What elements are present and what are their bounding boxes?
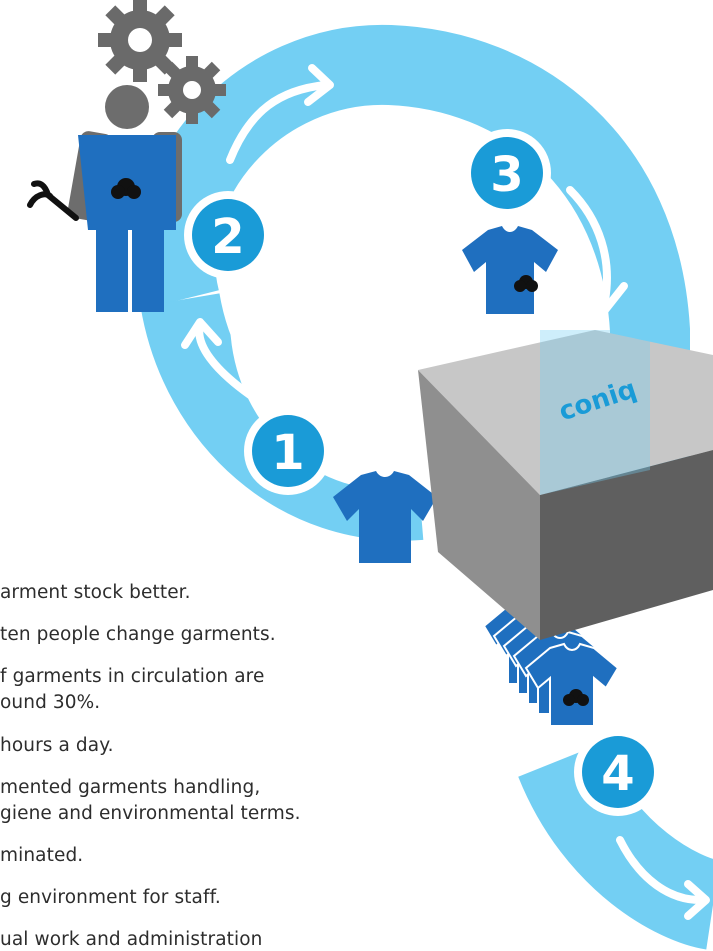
arrow-2-to-3 bbox=[226, 81, 329, 164]
arrow-1-to-2 bbox=[195, 321, 254, 399]
svg-text:2: 2 bbox=[211, 209, 244, 265]
arrow-1-to-2-head bbox=[181, 318, 222, 349]
dirty-tshirt-stack-icon bbox=[482, 600, 620, 727]
arrow-2-to-3-head bbox=[304, 64, 334, 106]
step-badge-3: 3 bbox=[463, 129, 551, 217]
collection-box: coniq bbox=[418, 330, 713, 640]
svg-text:1: 1 bbox=[271, 425, 304, 481]
svg-text:3: 3 bbox=[490, 147, 523, 203]
arrow-3-to-box bbox=[566, 186, 611, 304]
flow-arrows bbox=[181, 64, 710, 920]
arrow-4-out-head bbox=[684, 880, 710, 920]
gears-icon bbox=[98, 0, 226, 124]
clean-tshirt-icon bbox=[333, 471, 437, 563]
step-badge-2: 2 bbox=[184, 191, 272, 279]
arrow-3-to-box-head bbox=[582, 282, 628, 314]
arrow-4-out bbox=[616, 836, 704, 904]
step-badge-4: 4 bbox=[574, 728, 662, 816]
dirty-tshirt-icon bbox=[462, 226, 558, 314]
step-badge-1: 1 bbox=[244, 407, 332, 495]
svg-text:4: 4 bbox=[601, 746, 634, 802]
worker-with-wrench-icon bbox=[27, 85, 182, 312]
